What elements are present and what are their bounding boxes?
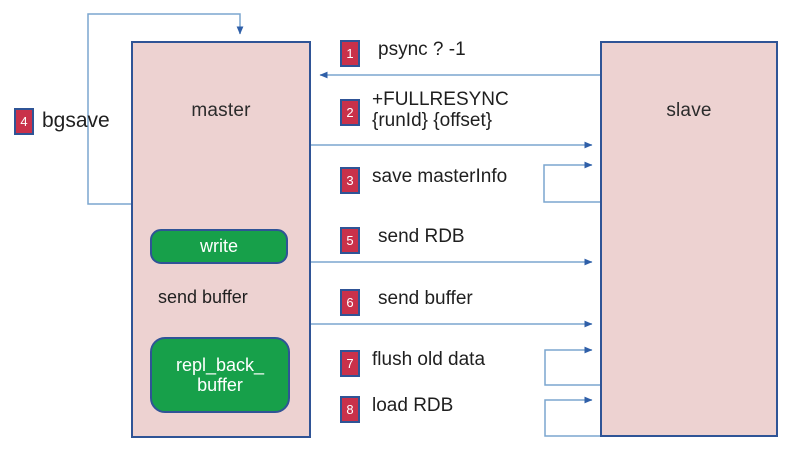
badge-step-1: 1 bbox=[340, 40, 360, 67]
badge-step-8: 8 bbox=[340, 396, 360, 423]
node-master-label: master bbox=[191, 100, 251, 121]
label-bgsave: bgsave bbox=[42, 109, 110, 132]
badge-step-2: 2 bbox=[340, 99, 360, 126]
arrow-step-3 bbox=[543, 161, 600, 203]
box-repl-back-buffer[interactable]: repl_back_ buffer bbox=[150, 337, 290, 413]
badge-step-5: 5 bbox=[340, 227, 360, 254]
step-label-6: send buffer bbox=[378, 288, 473, 309]
step-label-7: flush old data bbox=[372, 349, 486, 370]
node-slave[interactable]: slave bbox=[600, 41, 778, 437]
box-write-label: write bbox=[199, 236, 238, 257]
arrow-step-8 bbox=[544, 396, 600, 437]
step-label-2: +FULLRESYNC {runId} {offset} bbox=[372, 89, 509, 132]
label-send-buffer-inner: send buffer bbox=[158, 287, 248, 307]
box-repl-back-buffer-label: repl_back_ buffer bbox=[175, 354, 265, 395]
step-label-8: load RDB bbox=[372, 395, 454, 416]
node-slave-label: slave bbox=[666, 100, 712, 121]
step-label-1: psync ? -1 bbox=[378, 39, 466, 60]
step-label-5: send RDB bbox=[378, 226, 465, 247]
box-write[interactable]: write bbox=[150, 229, 288, 264]
badge-step-4: 4 bbox=[14, 108, 34, 135]
step-label-3: save masterInfo bbox=[372, 166, 508, 187]
badge-step-7: 7 bbox=[340, 350, 360, 377]
badge-step-3: 3 bbox=[340, 167, 360, 194]
badge-step-6: 6 bbox=[340, 289, 360, 316]
arrow-step-7 bbox=[544, 346, 600, 386]
